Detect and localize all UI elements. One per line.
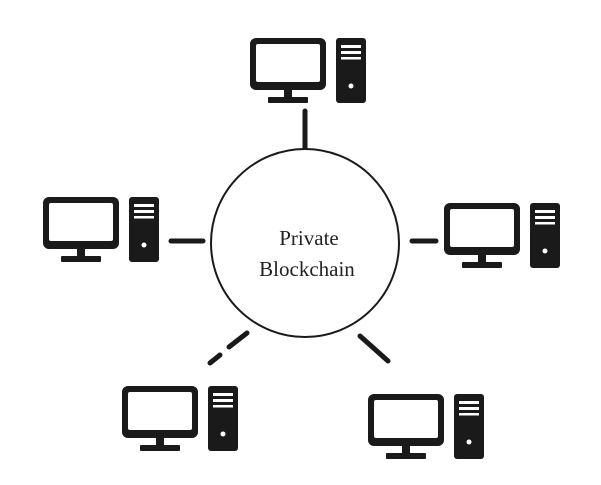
node-bottom-left	[122, 386, 238, 451]
node-right	[444, 203, 560, 268]
hub-label-line1: Private	[279, 226, 338, 250]
desktop-computer-icon	[444, 203, 560, 268]
connector-bottom-right	[357, 333, 391, 364]
desktop-computer-icon	[368, 394, 484, 459]
connector-bottom-left-b	[207, 352, 223, 366]
node-bottom-right	[368, 394, 484, 459]
hub-label-line2: Blockchain	[259, 257, 355, 281]
node-top	[250, 38, 366, 103]
desktop-computer-icon	[43, 197, 159, 262]
node-left	[43, 197, 159, 262]
connector-lines	[168, 108, 439, 366]
connector-bottom-left-a	[226, 330, 250, 350]
desktop-computer-icon	[122, 386, 238, 451]
desktop-computer-icon	[250, 38, 366, 103]
private-blockchain-hub: Private Blockchain	[210, 148, 400, 338]
hub-circle	[210, 148, 400, 338]
